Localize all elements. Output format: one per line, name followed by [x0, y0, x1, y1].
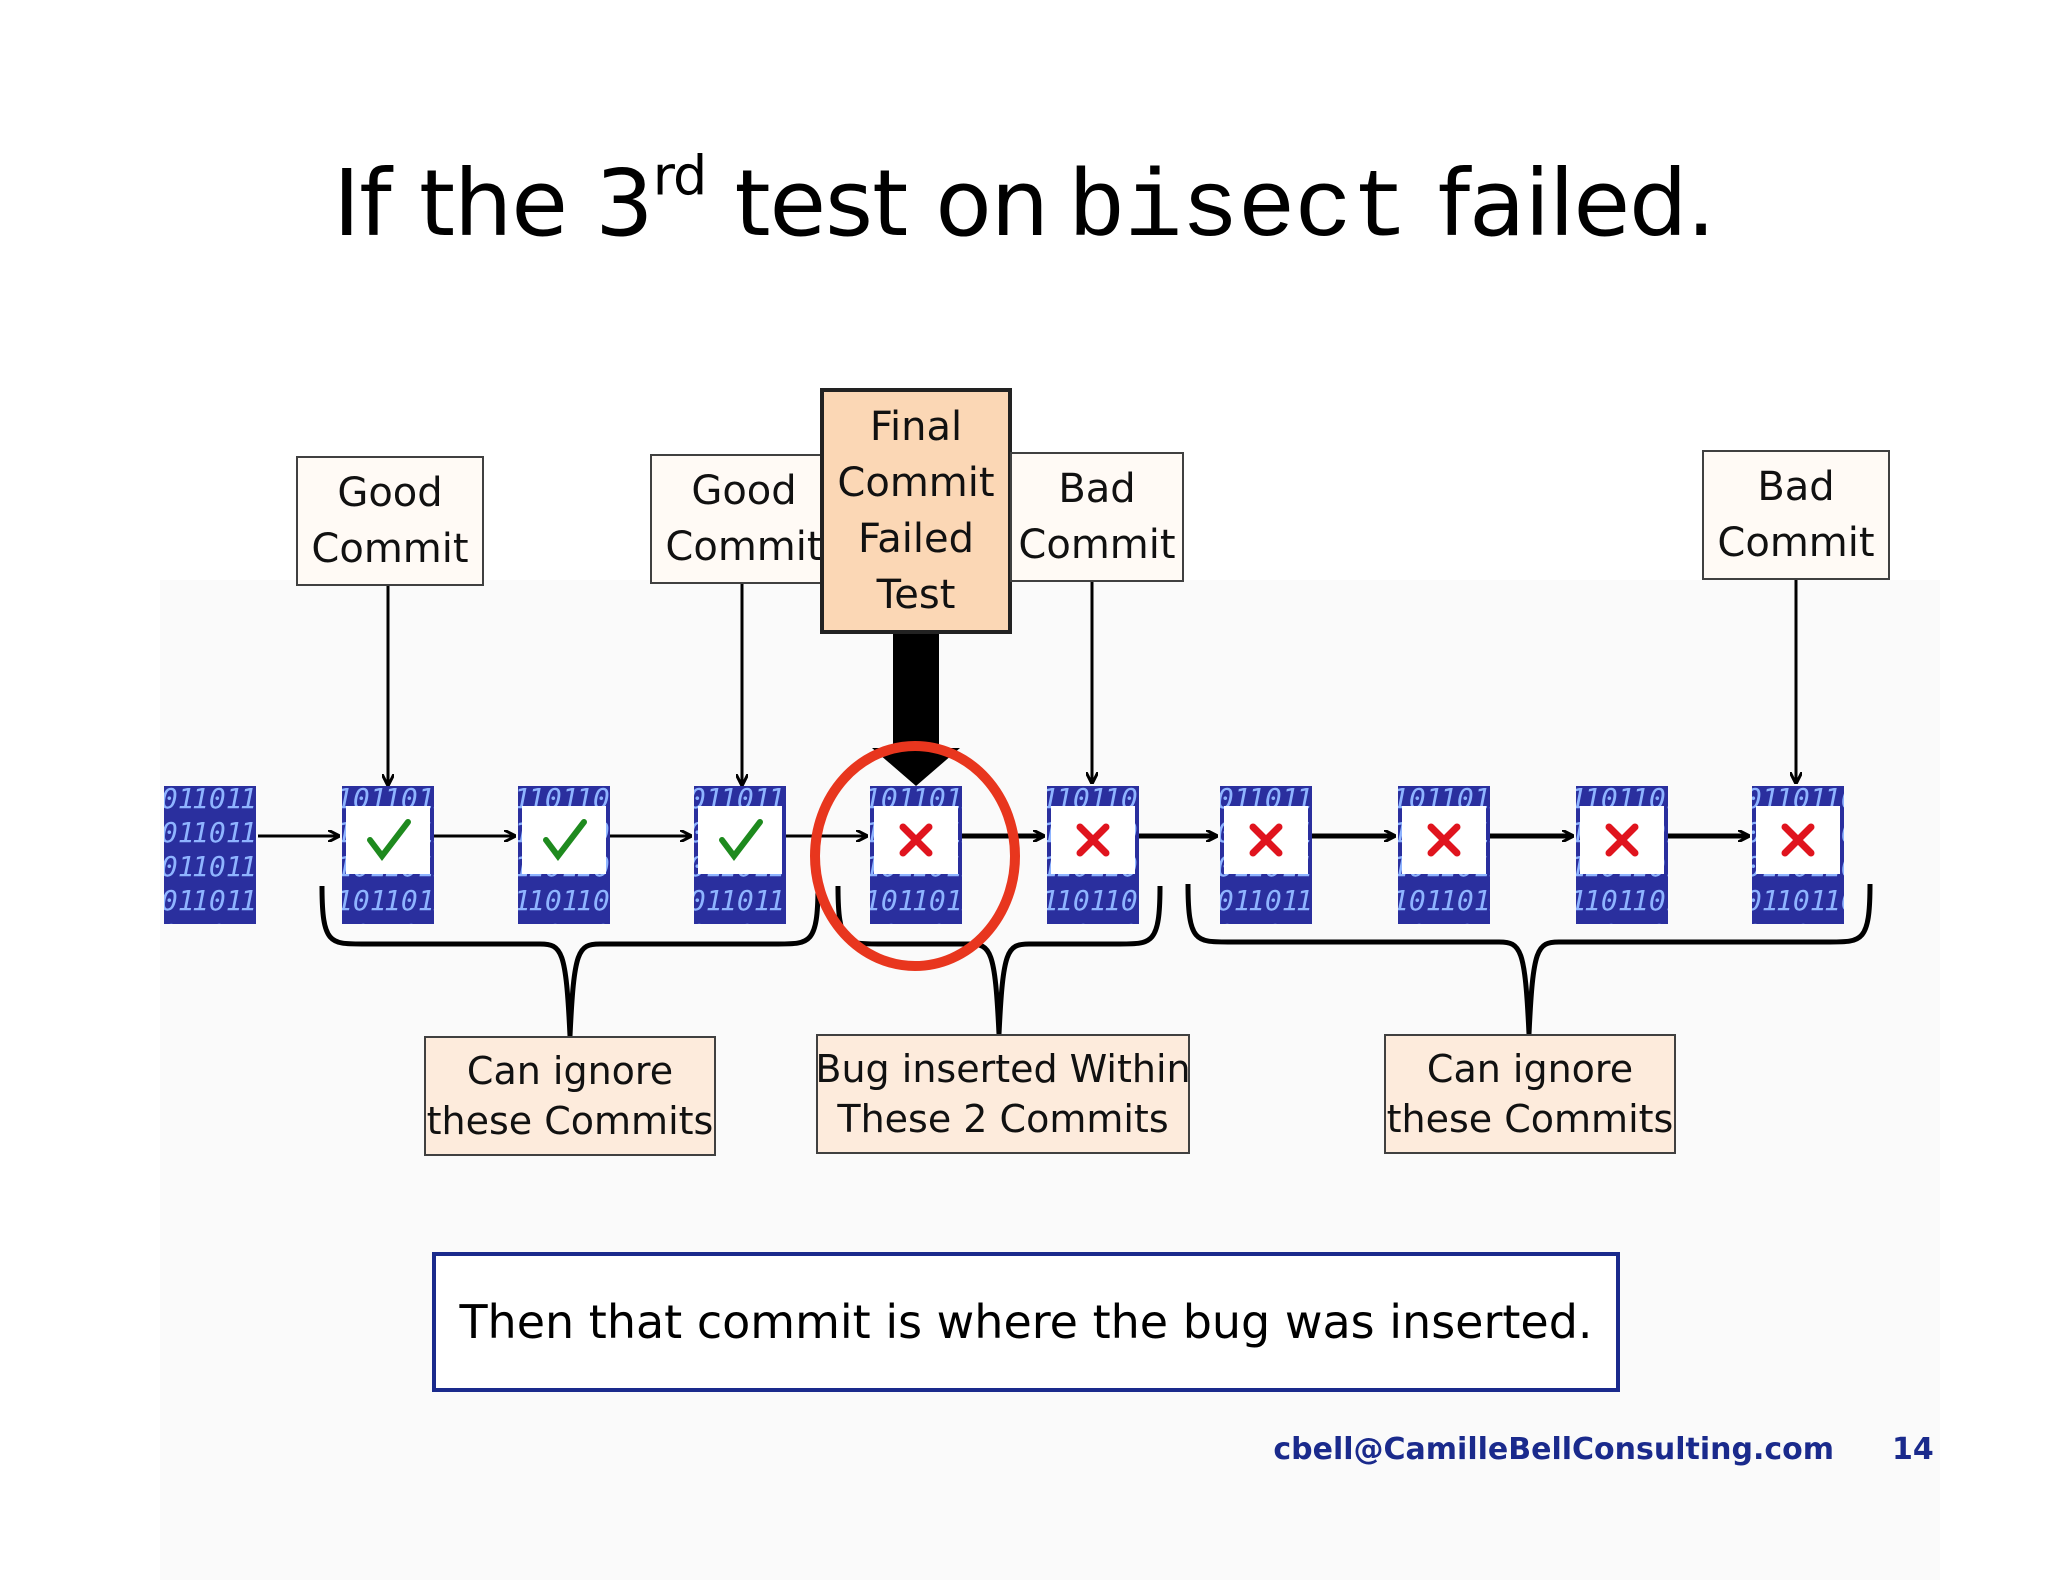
commit-node: [1752, 786, 1844, 924]
commit-node: [164, 786, 256, 924]
label-pointers: [388, 580, 1796, 786]
commit-node: [1220, 786, 1312, 924]
cross-icon: [1605, 823, 1639, 857]
commit-node: [1576, 786, 1668, 924]
title-command: bisect: [1068, 155, 1409, 264]
label-good-commit-1: Good Commit: [296, 456, 484, 586]
status-window: [346, 806, 430, 874]
highlight-ring: [810, 741, 1020, 971]
commit-node: [342, 786, 434, 924]
label-good-commit-2: Good Commit: [650, 454, 838, 584]
final-test-arrow: [872, 634, 960, 786]
conclusion-text: Then that commit is where the bug was in…: [459, 1295, 1593, 1349]
commit-block: [164, 786, 256, 924]
commit-node: [870, 786, 962, 924]
label-line: Final: [869, 404, 963, 450]
label-bad-commit-2: Bad Commit: [1702, 450, 1890, 580]
label-line: Good: [691, 468, 797, 514]
cross-icon: [899, 823, 933, 857]
label-can-ignore-left: Can ignore these Commits: [424, 1036, 716, 1156]
label-line: Commit: [837, 460, 995, 506]
label-line: Bug inserted Within: [815, 1047, 1191, 1091]
title-suffix: failed.: [1437, 150, 1716, 257]
title-prefix: If the 3: [333, 150, 654, 257]
label-line: Commit: [311, 526, 469, 572]
label-line: these Commits: [1386, 1097, 1674, 1141]
label-can-ignore-right: Can ignore these Commits: [1384, 1034, 1676, 1154]
title-superscript: rd: [652, 144, 708, 208]
status-window: [522, 806, 606, 874]
status-window: [698, 806, 782, 874]
highlight-group: [810, 741, 1020, 971]
label-line: Bad: [1058, 466, 1136, 512]
label-line: Failed: [857, 516, 975, 562]
label-line: Bad: [1757, 464, 1835, 510]
commit-node: [1047, 786, 1139, 924]
page-number: 14: [1892, 1432, 1934, 1467]
commit-chain: [164, 786, 1844, 924]
label-bug-inserted: Bug inserted Within These 2 Commits: [815, 1034, 1191, 1154]
title-mid: test on: [734, 150, 1049, 257]
label-line: these Commits: [426, 1099, 714, 1143]
label-line: Can ignore: [1426, 1047, 1634, 1091]
conclusion-box: Then that commit is where the bug was in…: [432, 1252, 1620, 1392]
commit-node: [518, 786, 610, 924]
label-line: Can ignore: [466, 1049, 674, 1093]
label-bad-commit-1: Bad Commit: [1010, 452, 1184, 582]
label-final-commit: Final Commit Failed Test: [820, 388, 1012, 634]
cross-icon: [1781, 823, 1815, 857]
commit-node: [694, 786, 786, 924]
label-line: Test: [876, 572, 956, 618]
cross-icon: [1076, 823, 1110, 857]
commit-node: [1398, 786, 1490, 924]
label-line: Commit: [1018, 522, 1176, 568]
cross-icon: [1427, 823, 1461, 857]
footer-email: cbell@CamilleBellConsulting.com: [1273, 1432, 1834, 1467]
check-icon: [719, 819, 763, 861]
cross-icon: [1249, 823, 1283, 857]
label-line: Commit: [1717, 520, 1875, 566]
check-icon: [543, 819, 587, 861]
check-icon: [367, 819, 411, 861]
label-line: Good: [337, 470, 443, 516]
label-line: These 2 Commits: [837, 1097, 1169, 1141]
label-line: Commit: [665, 524, 823, 570]
